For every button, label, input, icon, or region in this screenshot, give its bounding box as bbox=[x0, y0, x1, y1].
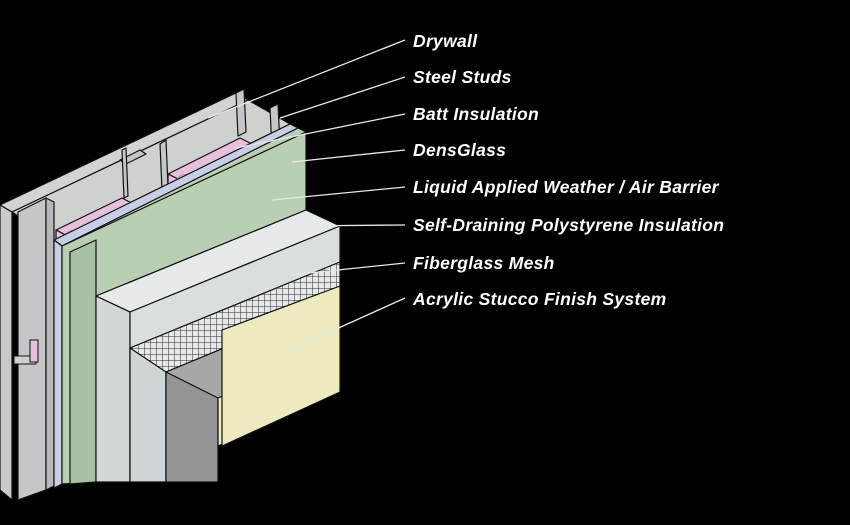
label-air-barrier: Liquid Applied Weather / Air Barrier bbox=[413, 177, 720, 197]
leader-lines bbox=[207, 39, 406, 351]
label-stucco-finish: Acrylic Stucco Finish System bbox=[412, 289, 667, 309]
label-densglass: DensGlass bbox=[413, 140, 506, 160]
stucco-finish-face bbox=[221, 285, 341, 447]
label-batt-insulation: Batt Insulation bbox=[413, 104, 539, 124]
label-fiberglass-mesh: Fiberglass Mesh bbox=[413, 253, 555, 273]
label-drywall: Drywall bbox=[413, 31, 478, 51]
anchor-clip bbox=[13, 339, 39, 365]
polystyrene-side bbox=[95, 295, 131, 483]
densglass-face bbox=[53, 239, 63, 489]
air-barrier-side bbox=[69, 239, 97, 485]
labels: Drywall Steel Studs Batt Insulation Dens… bbox=[412, 31, 724, 309]
label-polystyrene-insulation: Self-Draining Polystyrene Insulation bbox=[413, 215, 724, 235]
label-steel-studs: Steel Studs bbox=[413, 67, 512, 87]
drywall-face bbox=[0, 204, 13, 501]
